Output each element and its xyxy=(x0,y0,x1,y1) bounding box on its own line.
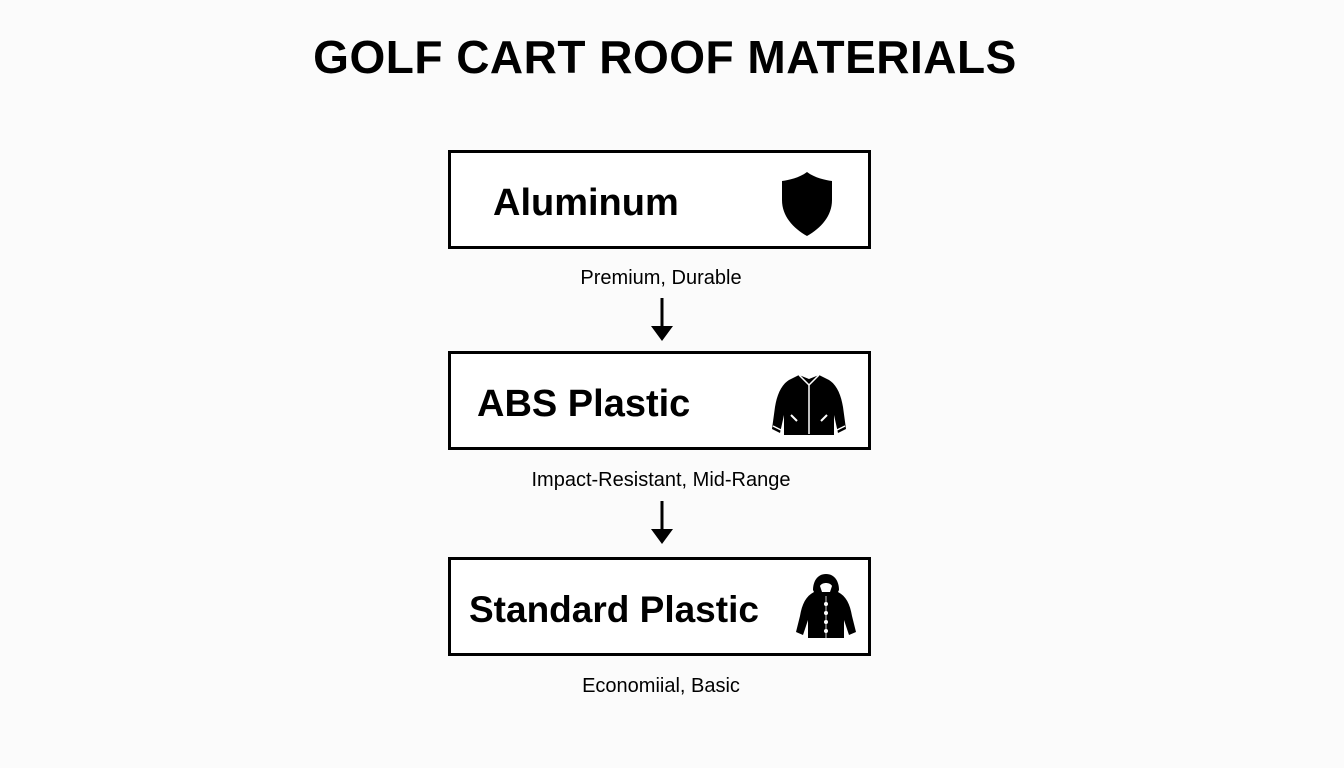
jacket-icon xyxy=(772,374,846,435)
material-box-abs-plastic: ABS Plastic xyxy=(448,351,871,450)
diagram-title: GOLF CART ROOF MATERIALS xyxy=(313,31,1017,83)
material-label: Aluminum xyxy=(493,182,679,224)
raincoat-icon xyxy=(796,574,856,638)
material-description: Economiial, Basic xyxy=(582,675,740,697)
material-label: Standard Plastic xyxy=(469,589,759,630)
material-box-aluminum: Aluminum xyxy=(448,150,871,249)
down-arrow-icon xyxy=(651,298,673,341)
material-description: Premium, Durable xyxy=(580,267,742,289)
material-label: ABS Plastic xyxy=(477,383,691,425)
material-box-standard-plastic: Standard Plastic xyxy=(448,557,871,656)
down-arrow-icon xyxy=(651,501,673,544)
shield-icon xyxy=(782,172,832,236)
material-description: Impact-Resistant, Mid-Range xyxy=(531,469,791,491)
